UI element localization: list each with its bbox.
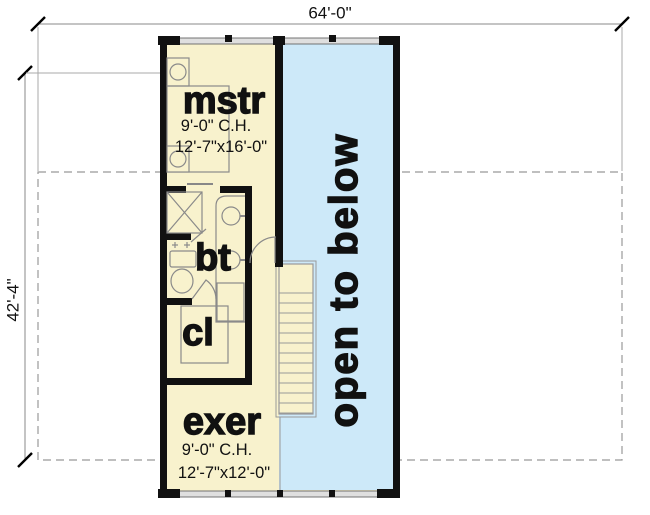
exterior-walls: [158, 35, 400, 498]
interior-walls: [160, 43, 283, 385]
room-ceiling-exer: 9'-0" C.H.: [181, 440, 253, 459]
dimension-lines: [17, 16, 630, 468]
nightstand-lamp-icon-2: [166, 145, 190, 173]
shower-icon: [166, 191, 203, 234]
closet-shelves: [180, 282, 245, 364]
room-ceiling-mstr: 9'-0" C.H.: [180, 116, 252, 135]
nightstand-lamp-icon: [166, 57, 190, 87]
dimension-width-label: 64'-0": [308, 3, 352, 23]
bed: [166, 85, 230, 173]
room-size-exer: 12'-7"x12'-0": [177, 463, 271, 482]
room-label-bt: bt: [194, 237, 231, 279]
room-label-exer: exer: [182, 401, 262, 443]
dimension-depth-label: 42'-4": [3, 278, 23, 322]
stairs: [275, 260, 317, 490]
window-mullions: [225, 35, 336, 497]
room-label-cl: cl: [181, 312, 214, 354]
room-size-mstr: 12'-7"x16'-0": [174, 137, 268, 156]
toilet-icon: [169, 242, 197, 294]
shower-door: [190, 228, 207, 243]
open-to-below-label: open to below: [321, 132, 366, 428]
hall-door-swing: [249, 236, 277, 264]
room-label-mstr: mstr: [182, 80, 266, 122]
double-vanity: [215, 195, 245, 323]
